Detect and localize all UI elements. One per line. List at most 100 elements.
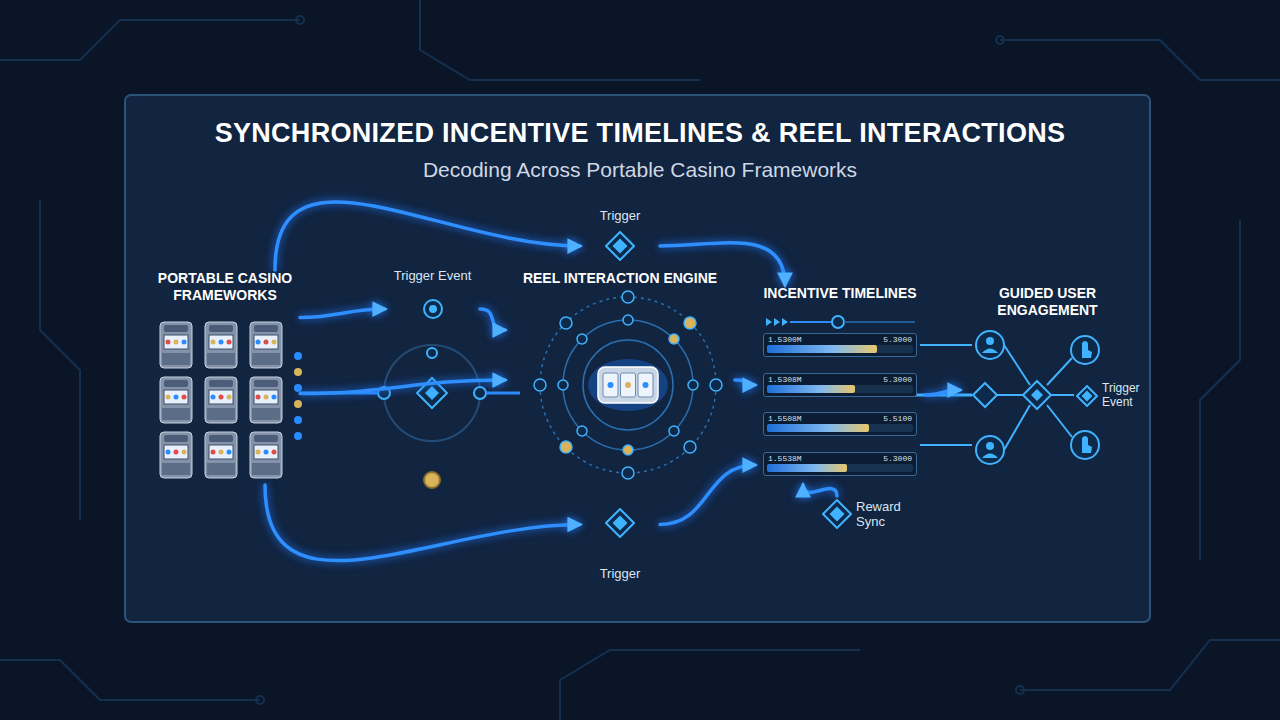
branch-symbols-part [427,348,437,358]
slot-symbol [174,450,179,455]
slot-machine-base [207,353,235,365]
slot-machine-base [207,463,235,475]
timeline-bar: 1.5308M5.3000 [763,373,917,397]
user-icons-part [1071,431,1099,459]
circle-core [429,305,437,313]
flow-arrow [300,309,385,318]
timeline-output-arrows [915,345,972,445]
timeline-output-arrows-part [920,444,972,446]
decision-diamond [822,499,852,529]
branch-symbols-part [486,392,520,395]
slot-symbol [272,340,277,345]
slot-machine-window [254,445,278,459]
diamond-outline [823,500,851,528]
diamond-outline [1077,386,1097,406]
timeline-track [767,464,913,472]
slot-machine-base [162,408,190,420]
engine-rings-part [622,467,634,479]
branch-symbols-part [384,345,480,441]
user-icons-part [1004,405,1030,450]
diamond-core [613,239,628,254]
slot-machine-window [254,390,278,404]
slot-symbol [182,450,187,455]
user-icons-part [1071,336,1099,364]
reel-icon-part [638,373,653,397]
engine-rings-part [684,317,696,329]
slot-machine [250,377,282,423]
timeline-marker-part [790,321,832,323]
timeline-marker-part [766,318,772,326]
timeline-value: 5.5100 [883,414,912,423]
stage-group: GUIDED USER ENGAGEMENTTrigger Event [960,285,1135,475]
timeline-fill [767,464,847,472]
user-icons-part [1051,394,1074,396]
slot-symbol [166,340,171,345]
timeline-marker-part [782,318,788,326]
branch-symbols-part [474,387,486,399]
circuit-trace-part [996,36,1004,44]
flow-arrow [660,465,755,525]
slot-machine-base [252,353,280,365]
slot-machine [250,322,282,368]
circuit-trace-part [560,650,860,720]
timeline-value: 1.5300M [768,335,802,344]
branch-symbols-part [424,472,440,488]
user-icons-part [982,349,998,354]
user-icons-part [1082,341,1092,358]
connector-dots-part [294,400,302,408]
slot-symbol [182,395,187,400]
timeline-value: 5.3000 [883,335,912,344]
stage-heading: PORTABLE CASINO FRAMEWORKS [150,270,300,304]
slot-machine-base [162,353,190,365]
engine-rings-part [688,380,698,390]
branch-symbols-part [417,378,447,408]
reel-icon [588,359,668,411]
slot-machine-base [162,463,190,475]
slot-symbol [227,450,232,455]
slot-symbol [211,450,216,455]
slot-machine-top [164,435,188,442]
slot-symbol [219,340,224,345]
slot-machine [205,377,237,423]
engine-rings-part [669,426,679,436]
engine-rings-part [669,334,679,344]
slot-machine-base [252,463,280,475]
engine-rings-part [558,380,568,390]
trigger-diamond: Trigger [580,508,660,583]
user-icons [973,331,1099,464]
timeline-value: 5.3000 [883,454,912,463]
connector-dots-part [294,368,302,376]
flow-arrow [735,380,755,385]
circuit-trace-part [296,16,304,24]
flow-arrow [275,202,580,270]
slot-machine-grid-part [160,322,282,478]
timeline-marker [766,316,915,328]
timeline-fill [767,424,869,432]
sync-diamond: Trigger Event [1076,380,1152,412]
diamond-core [613,516,628,531]
slot-machine-top [209,325,233,332]
slot-machine [160,432,192,478]
engine-rings-part [577,334,587,344]
engine-rings-part [560,317,572,329]
engine-rings-part [563,320,693,450]
reel-icon-part [598,367,658,403]
slot-machine-window [209,390,233,404]
slot-symbol [264,450,269,455]
user-icons-part [1047,358,1072,385]
stage-group: INCENTIVE TIMELINES1.5300M5.30001.5308M5… [755,285,925,485]
user-icons-part [1023,381,1051,409]
slot-symbol [174,395,179,400]
timeline-fill [767,345,877,353]
timeline-track [767,424,913,432]
engine-rings-part [577,426,587,436]
stage-group: REEL INTERACTION ENGINE [505,270,735,470]
timeline-value: 1.5508M [768,414,802,423]
timeline-value: 1.5538M [768,454,802,463]
diagram-caption: Decoding Across Portable Casino Framewor… [0,158,1280,182]
user-icons-part [976,331,1004,359]
user-icons-part [1004,345,1030,385]
circuit-trace-part [256,696,264,704]
